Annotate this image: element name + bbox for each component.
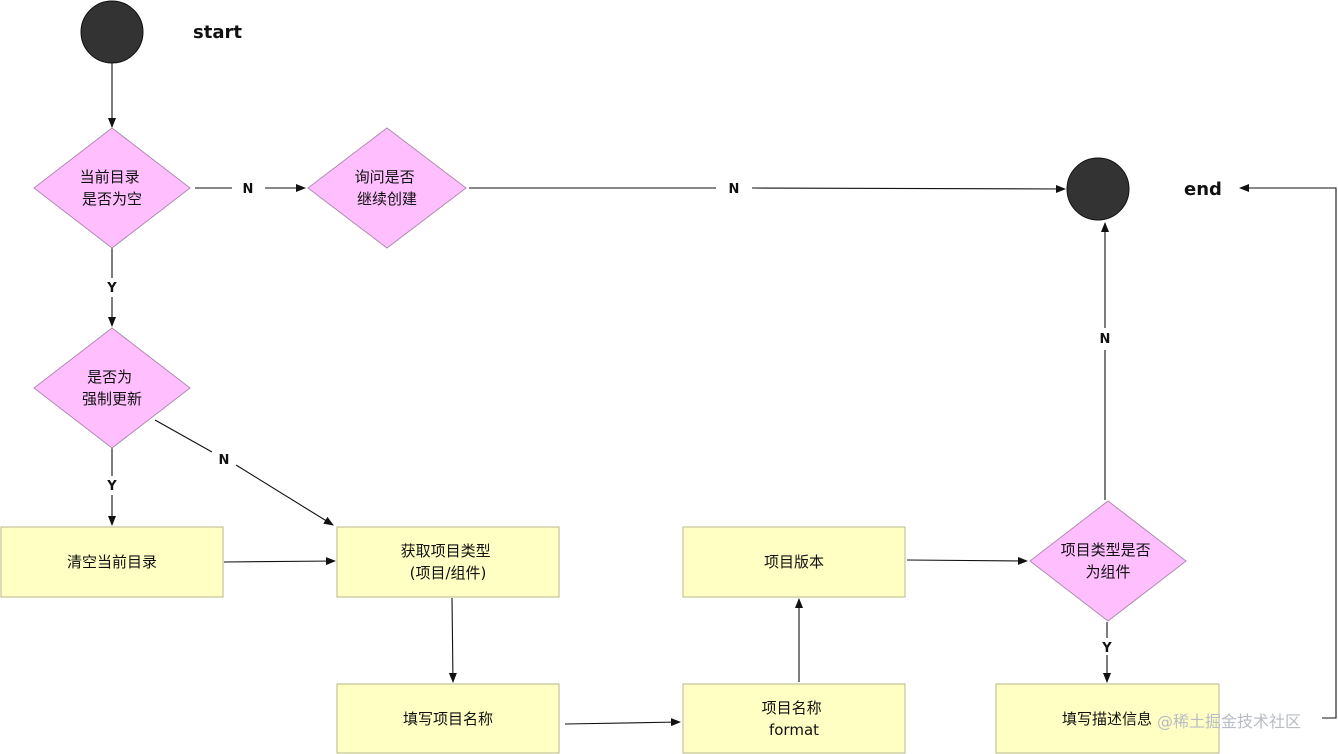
process-version-shape [682, 526, 906, 598]
process-fill-name-text: 填写项目名称 [403, 710, 493, 728]
start-node[interactable]: start [80, 0, 242, 64]
decision-continue-text: 询问是否 继续创建 [355, 168, 420, 208]
start-circle [80, 0, 144, 64]
process-fill-desc-shape [995, 683, 1220, 754]
decision-dir-empty[interactable]: 当前目录 是否为空 [33, 127, 191, 249]
edge-fill-desc-to-end [1239, 184, 1337, 719]
process-name-format-shape [682, 683, 906, 754]
process-fill-desc-line-1: 填写描述信息 [1062, 710, 1152, 728]
decision-force-update-line-1: 是否为 [87, 368, 132, 386]
decision-force-update-text: 是否为 强制更新 [82, 368, 142, 408]
decision-continue-line-2: 继续创建 [357, 190, 417, 208]
decision-project-type-text: 项目类型是否 为组件 [1061, 541, 1156, 581]
decision-force-update[interactable]: 是否为 强制更新 [33, 327, 191, 449]
edge-get-type-to-fill-name [448, 597, 457, 683]
edge-force-to-get-type-a [154, 419, 213, 453]
process-name-format-line-1: 项目名称 [762, 699, 822, 717]
edge-label-type-n: N [1100, 332, 1111, 347]
process-fill-name[interactable]: 填写项目名称 [336, 683, 560, 754]
process-get-type[interactable]: 获取项目类型 (项目/组件) [336, 526, 560, 598]
decision-force-update-line-2: 强制更新 [82, 390, 142, 408]
decision-project-type-line-1: 项目类型是否 [1061, 541, 1151, 559]
end-label: end [1184, 179, 1222, 200]
decision-continue-line-1: 询问是否 [355, 168, 415, 186]
process-fill-desc[interactable]: 填写描述信息 [995, 683, 1220, 754]
decision-dir-empty-text: 当前目录 是否为空 [80, 168, 145, 208]
edge-label-dir-empty-n: N [243, 182, 254, 197]
process-clear-dir-shape [0, 526, 224, 598]
edge-fill-name-to-format [564, 718, 681, 727]
edge-force-to-get-type-b [235, 464, 334, 526]
process-get-type-line-1: 获取项目类型 [401, 542, 491, 560]
process-fill-name-line-1: 填写项目名称 [403, 710, 493, 728]
edge-clear-to-get-type [223, 557, 336, 566]
decision-continue-shape [307, 127, 467, 249]
process-name-format[interactable]: 项目名称 format [682, 683, 906, 754]
end-node[interactable]: end [1066, 157, 1222, 221]
process-get-type-line-2: (项目/组件) [410, 564, 487, 582]
decision-project-type[interactable]: 项目类型是否 为组件 [1029, 500, 1187, 622]
process-version[interactable]: 项目版本 [682, 526, 906, 598]
edge-label-type-y: Y [1101, 641, 1112, 656]
process-clear-dir[interactable]: 清空当前目录 [0, 526, 224, 598]
process-clear-dir-line-1: 清空当前目录 [67, 553, 157, 571]
process-fill-name-shape [336, 683, 560, 754]
decision-project-type-shape [1029, 500, 1187, 622]
watermark: @稀土掘金技术社区 [1157, 712, 1301, 731]
decision-force-update-shape [33, 327, 191, 449]
process-fill-desc-text: 填写描述信息 [1062, 710, 1152, 728]
decision-dir-empty-line-2: 是否为空 [82, 190, 142, 208]
process-get-type-text: 获取项目类型 (项目/组件) [401, 542, 496, 582]
process-clear-dir-text: 清空当前目录 [67, 553, 157, 571]
decision-dir-empty-line-1: 当前目录 [80, 168, 140, 186]
end-circle [1066, 157, 1130, 221]
edge-labels: N N Y Y N N Y [106, 182, 1112, 656]
start-label: start [193, 22, 242, 43]
edge-label-dir-empty-y: Y [106, 281, 117, 296]
edges [108, 63, 1337, 727]
edge-version-to-type [906, 556, 1028, 565]
edge-continue-to-end-b [751, 184, 1066, 193]
edge-label-continue-n: N [729, 182, 740, 197]
edge-label-force-y: Y [106, 479, 117, 494]
edge-label-force-n: N [219, 453, 230, 468]
process-get-type-shape [336, 526, 560, 598]
decision-dir-empty-shape [33, 127, 191, 249]
process-name-format-line-2: format [769, 721, 819, 739]
decision-project-type-line-2: 为组件 [1085, 563, 1130, 581]
process-name-format-text: 项目名称 format [762, 699, 827, 739]
process-version-line-1: 项目版本 [764, 553, 824, 571]
process-version-text: 项目版本 [764, 553, 824, 571]
decision-continue[interactable]: 询问是否 继续创建 [307, 127, 467, 249]
